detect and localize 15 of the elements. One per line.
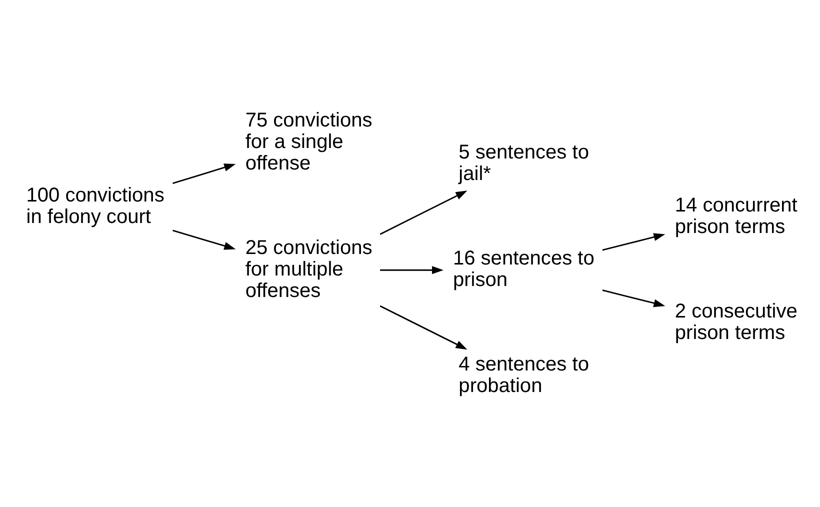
arrow [380,304,468,350]
arrow [172,229,236,250]
node-text: 4 sentences to probation [458,353,589,397]
node-text: 5 sentences to jail* [458,141,589,185]
node-text: 2 consecutive prison terms [674,300,798,344]
node-text: 75 convictions for a single offense [245,108,372,174]
arrow [172,163,236,184]
arrow [602,288,666,307]
arrow [380,190,468,234]
node-text: 100 convictions in felony court [26,184,164,228]
arrow [602,232,666,250]
node-text: 25 convictions for multiple offenses [245,236,372,302]
node-text: 16 sentences to prison [452,247,594,291]
node-text: 14 concurrent prison terms [674,194,798,238]
arrow [380,266,444,274]
